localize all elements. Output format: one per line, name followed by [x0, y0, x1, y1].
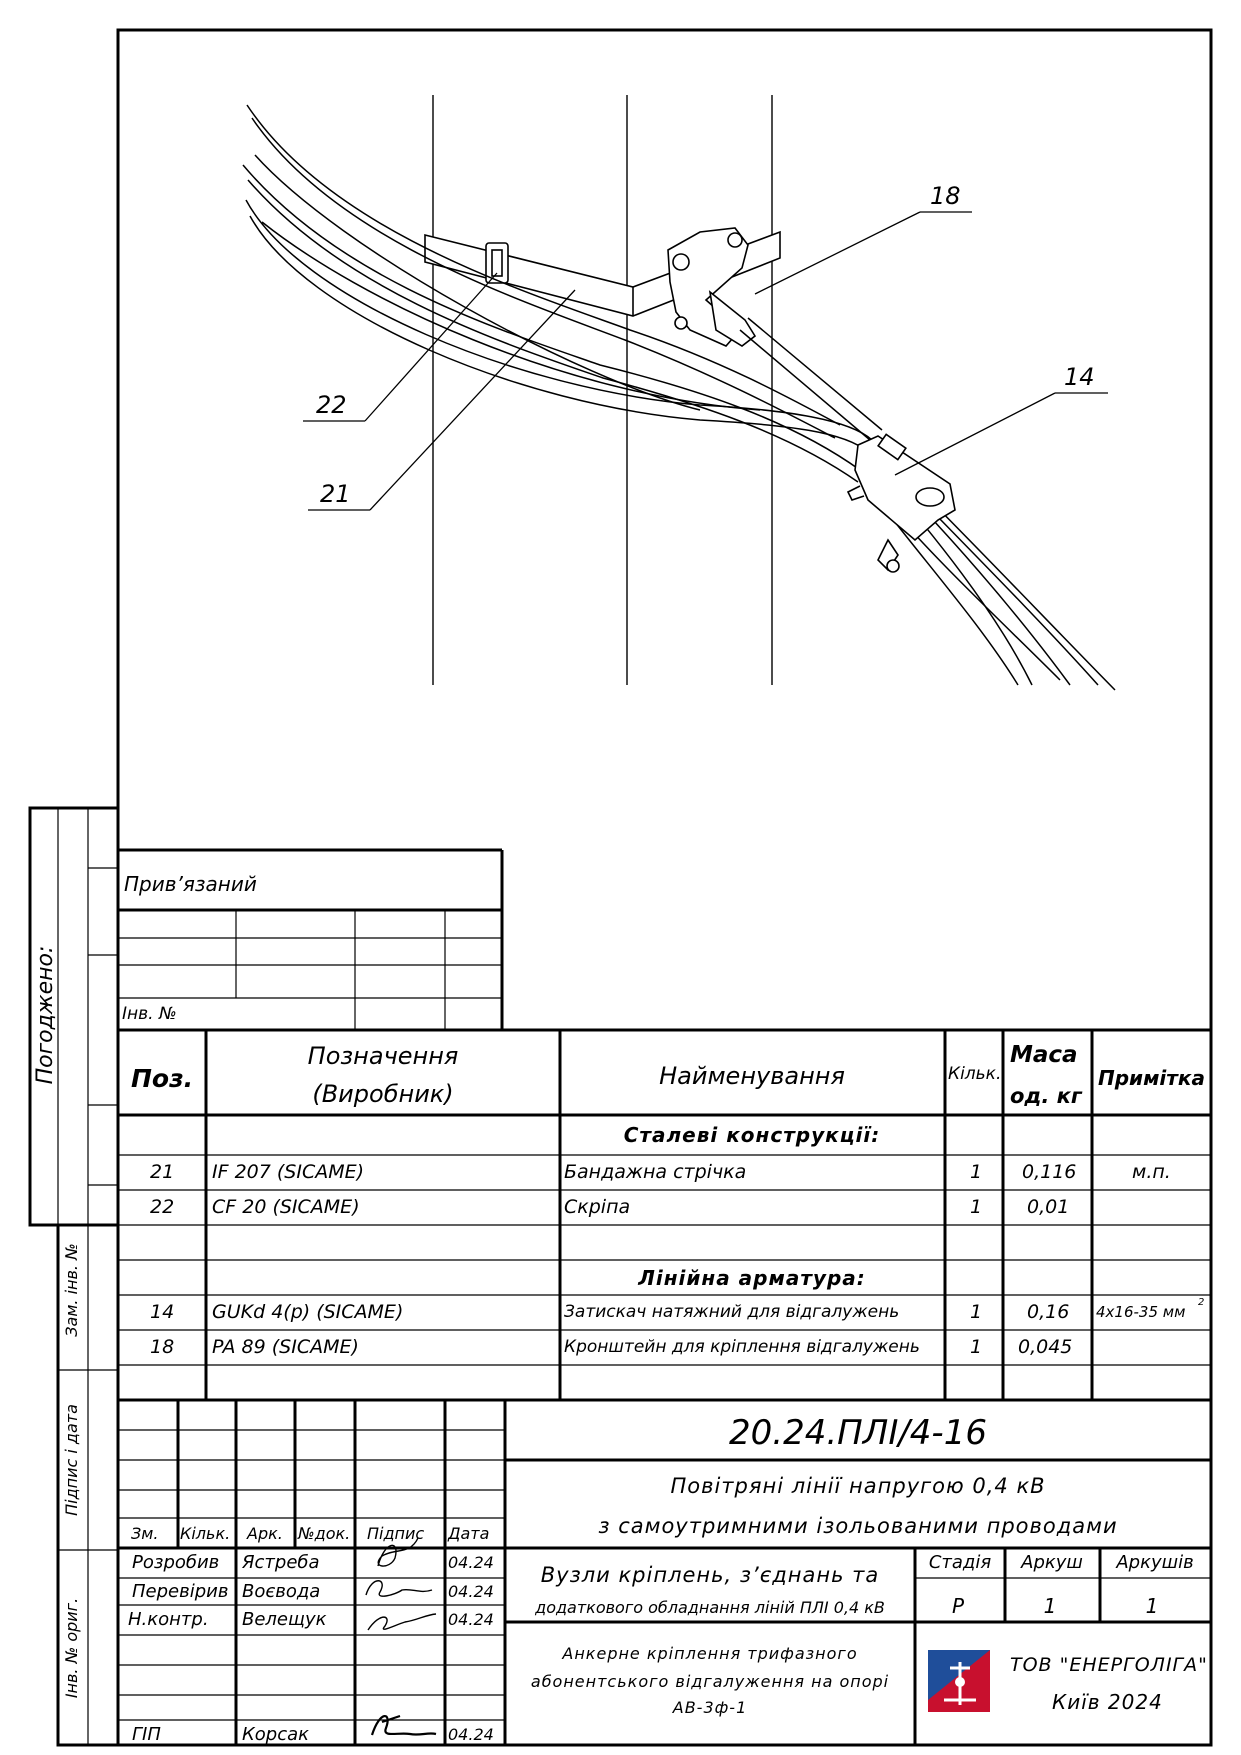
- title-block-lines: [118, 1398, 1211, 1745]
- header-vyrobnyk: (Виробник): [312, 1080, 454, 1108]
- signatures: [365, 1537, 437, 1736]
- strap-clip: [485, 242, 509, 284]
- signature-yastreba: [377, 1537, 419, 1567]
- col-header-ndok: №док.: [298, 1524, 351, 1543]
- pogodzheno-label: Погоджено:: [33, 945, 58, 1085]
- spec-row-poz: 21: [150, 1161, 175, 1183]
- sheet-name-line-1: Анкерне кріплення трифазного: [562, 1644, 858, 1663]
- callout-21: 21: [320, 480, 351, 508]
- callout-22: 22: [316, 391, 347, 419]
- role-nkontr: Н.контр.: [128, 1609, 209, 1630]
- stadiya-label: Стадія: [928, 1552, 992, 1573]
- arkush-value: 1: [1043, 1594, 1057, 1618]
- city-year: Київ 2024: [1052, 1690, 1163, 1714]
- spec-row-mass: 0,116: [1022, 1161, 1077, 1183]
- spec-row-code: PA 89 (SICAME): [212, 1336, 359, 1358]
- spec-row-name: Скріпа: [564, 1196, 631, 1218]
- section-line: Лінійна арматура:: [638, 1266, 866, 1290]
- spec-row-name: Кронштейн для кріплення відгалужень: [564, 1337, 920, 1357]
- callout-leaders: [303, 211, 1108, 511]
- spec-row-mass: 0,01: [1027, 1196, 1070, 1218]
- spec-row-poz: 18: [150, 1336, 175, 1358]
- privyazaniy-label: Прив’язаний: [124, 872, 257, 896]
- sheet-name-line-3: АВ-3ф-1: [672, 1698, 748, 1717]
- spec-row-mass: 0,16: [1027, 1301, 1070, 1323]
- arkushiv-label: Аркушів: [1116, 1552, 1194, 1573]
- zam-inv-label: Зам. інв. №: [62, 1243, 81, 1337]
- name-rozrobyv: Ястреба: [242, 1552, 320, 1573]
- role-pereviryv: Перевірив: [132, 1581, 229, 1602]
- company-logo: [928, 1650, 990, 1712]
- spec-row-code: IF 207 (SICAME): [212, 1161, 365, 1183]
- date-nkontr: 04.24: [448, 1610, 494, 1629]
- date-rozrobyv: 04.24: [448, 1553, 494, 1572]
- subtitle-line-1: Вузли кріплень, з’єднань та: [540, 1563, 880, 1587]
- strain-clamp: [846, 433, 956, 573]
- col-header-data: Дата: [448, 1524, 490, 1543]
- col-header-ark: Арк.: [247, 1524, 283, 1543]
- callout-18: 18: [930, 182, 961, 210]
- role-rozrobyv: Розробив: [132, 1552, 220, 1573]
- spec-row-poz: 14: [150, 1301, 175, 1323]
- title-line-1: Повітряні лінії напругою 0,4 кВ: [670, 1474, 1046, 1498]
- signature-korsak: [370, 1714, 437, 1736]
- company-name: ТОВ "ЕНЕРГОЛІГА": [1010, 1654, 1208, 1676]
- signature-voievoda: [365, 1580, 433, 1597]
- name-pereviryv: Воєвода: [242, 1581, 321, 1602]
- subtitle-line-2: додаткового обладнання ліній ПЛІ 0,4 кВ: [535, 1598, 885, 1617]
- spec-table-lines: [118, 1028, 1211, 1400]
- callout-14: 14: [1064, 363, 1095, 391]
- header-poznachennya: Позначення: [307, 1042, 459, 1070]
- pidpys-data-label: Підпис і дата: [62, 1404, 81, 1516]
- side-stamp-lines: [28, 806, 120, 1747]
- role-gip: ГІП: [132, 1724, 161, 1745]
- spec-row-code: GUKd 4(p) (SICAME): [212, 1301, 404, 1323]
- header-masa-unit: од. кг: [1010, 1084, 1082, 1108]
- signature-veleshchuk: [367, 1613, 437, 1631]
- inv-orig-label: Інв. № ориг.: [62, 1597, 81, 1699]
- spec-row-name: Бандажна стрічка: [564, 1161, 747, 1183]
- header-kilk: Кільк.: [948, 1064, 1002, 1084]
- sheet-name-line-2: абонентського відгалуження на опорі: [530, 1672, 890, 1691]
- inv-no-label: Інв. №: [122, 1004, 177, 1024]
- header-masa: Маса: [1010, 1042, 1078, 1068]
- title-line-2: з самоутримними ізольованими проводами: [598, 1514, 1118, 1538]
- header-poz: Поз.: [131, 1064, 194, 1093]
- date-pereviryv: 04.24: [448, 1582, 494, 1601]
- spec-row-name: Затискач натяжний для відгалужень: [564, 1302, 900, 1322]
- spec-row-qty: 1: [970, 1196, 983, 1218]
- col-header-zm: Зм.: [131, 1524, 159, 1543]
- spec-row-qty: 1: [970, 1161, 983, 1183]
- arkush-label: Аркуш: [1021, 1552, 1083, 1573]
- name-gip: Корсак: [242, 1724, 310, 1745]
- spec-row-code: CF 20 (SICAME): [212, 1196, 360, 1218]
- note-superscript: 2: [1198, 1297, 1205, 1308]
- header-naymenuvannya: Найменування: [659, 1062, 845, 1090]
- spec-row-poz: 22: [150, 1196, 175, 1218]
- spec-row-qty: 1: [970, 1336, 983, 1358]
- name-nkontr: Велещук: [242, 1609, 327, 1630]
- header-prymitka: Примітка: [1098, 1066, 1205, 1090]
- col-header-kilk: Кільк.: [180, 1524, 231, 1543]
- bracket: [667, 227, 757, 347]
- cable-bundle: [242, 104, 1116, 691]
- spec-row-note: 4х16-35 мм: [1096, 1303, 1186, 1321]
- col-header-pidpys: Підпис: [367, 1524, 425, 1543]
- section-steel: Сталеві конструкції:: [623, 1123, 881, 1147]
- bind-block-lines: [118, 848, 504, 1030]
- doc-code: 20.24.ПЛІ/4-16: [729, 1413, 987, 1453]
- spec-row-mass: 0,045: [1018, 1336, 1073, 1358]
- spec-row-qty: 1: [970, 1301, 983, 1323]
- spec-row-note: м.п.: [1132, 1161, 1171, 1183]
- arkushiv-value: 1: [1145, 1594, 1159, 1618]
- stadiya-value: Р: [951, 1594, 965, 1618]
- date-gip: 04.24: [448, 1725, 494, 1744]
